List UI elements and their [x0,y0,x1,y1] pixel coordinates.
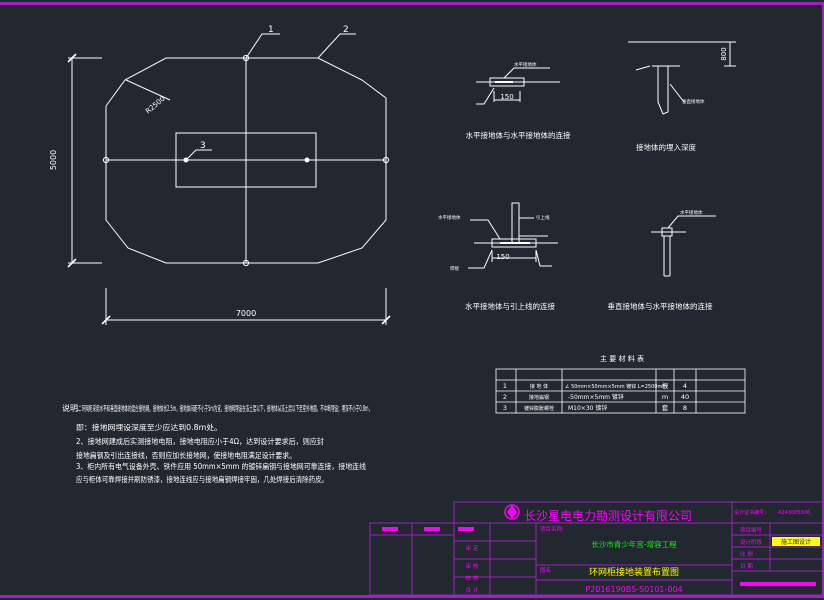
svg-text:m: m [662,393,668,401]
callout-1-label: 1 [268,25,274,35]
svg-text:1: 1 [503,382,507,390]
svg-text:3: 3 [503,404,507,412]
callout-3-label: 3 [200,141,206,151]
material-table-title: 主 要 材 料 表 [600,354,644,363]
detail-3-tag-right: 引上线 [536,214,550,221]
svg-text:根: 根 [662,381,669,390]
connection-point [304,157,310,163]
dimension-height-label: 5000 [49,150,58,170]
svg-text:2: 2 [503,393,507,401]
detail-horizontal-downlead [468,202,558,269]
grounding-grid-plan [67,33,391,325]
note-line: 即：接地网埋设深度至少应达到0.8m处。 [76,422,222,432]
project-label: 项目名称: [540,525,564,533]
detail-2-tag: 垂直接地体 [682,98,705,105]
detail-burial-depth [628,41,736,115]
note-line: 接地扁钢及引出连接线，否则应加长接地网，使接地电阻满足设计要求。 [76,450,296,460]
drawing-name: 环网柜接地装置布置图 [589,566,679,578]
company-logo [504,504,520,520]
role-label: 审 定 [466,544,479,552]
detail-3-tag-left: 水平接地体 [438,214,461,221]
detail-4-tag: 水平接地体 [680,209,703,216]
signature-bar [382,527,398,531]
stage-label: 设计阶段 [740,538,763,546]
cert-number: A243005306 [778,510,810,516]
callout-2-label: 2 [343,25,349,35]
svg-text:-50mm×5mm 镀锌: -50mm×5mm 镀锌 [568,393,624,401]
title-block [369,501,824,596]
svg-text:∠ 50mm×50mm×5mm 镀锌 L=2500mm: ∠ 50mm×50mm×5mm 镀锌 L=2500mm [565,383,667,390]
svg-text:4: 4 [683,382,687,390]
svg-text:M10×30 镀锌: M10×30 镀锌 [568,404,607,412]
ground-rod [242,259,250,267]
scale-label: 比 例 [740,550,753,558]
ring-main-unit-outline [175,132,317,188]
svg-text:接地扁钢: 接地扁钢 [529,394,549,401]
callout-3-leader [185,149,212,161]
callout-2-leader [317,33,356,59]
stage-highlight [772,537,820,546]
detail-1-dimension: 150 [500,93,513,101]
ground-rod [102,156,110,164]
cert-label: 设计证书编号： [734,509,769,516]
svg-text:镀锌膨胀螺栓: 镀锌膨胀螺栓 [524,405,554,412]
company-name: 长沙星电电力勘测设计有限公司 [524,509,692,523]
svg-text:8: 8 [683,404,687,412]
note-line: 3、柜内所有电气设备外壳、铁件应用 50mm×5mm 的镀锌扁钢与接地网可靠连接… [76,461,366,471]
project-name: 长沙市青少年宫-增容工程 [591,539,677,549]
material-table [495,368,746,414]
date-label: 日 期 [740,563,753,570]
drawing-number: P2016190BS-S0101-004 [585,585,682,594]
drawing-label: 图名 [540,566,551,574]
material-row: 3 镀锌膨胀螺栓 M10×30 镀锌 套 8 [503,403,687,412]
radius-leader [125,79,171,101]
role-label: 校 核 [466,574,479,582]
svg-text:套: 套 [662,403,669,412]
note-line: 2、接地网建成后实测接地电阻，接地电阻应小于4Ω，达到设计要求后，则应封 [76,436,324,446]
signature-bar [458,527,474,531]
callout-1-leader [245,33,280,59]
signature-bar [740,582,816,586]
ground-rod [242,54,250,62]
svg-text:40: 40 [681,393,689,401]
detail-1-title: 水平接地体与水平接地体的连接 [466,130,571,140]
detail-3-dimension: 150 [496,253,509,261]
detail-2-dimension: 800 [720,47,728,60]
detail-3-title: 水平接地体与引上线的连接 [465,301,555,311]
notes-prefix: 说明： [62,403,86,413]
signature-bar [424,527,440,531]
stage-value: 施工图设计 [781,538,811,546]
material-row: 1 接 地 体 ∠ 50mm×50mm×5mm 镀锌 L=2500mm 根 4 [503,381,687,390]
svg-text:接 地 体: 接 地 体 [530,383,548,390]
project-no-label: 项目编号 [740,526,763,534]
material-row: 2 接地扁钢 -50mm×5mm 镀锌 m 40 [503,393,689,401]
ground-rod [382,156,390,164]
detail-3-tag-bottom: 焊接 [450,265,459,272]
detail-vertical-horizontal [651,215,716,277]
note-line: 应与柜体可靠焊接并刷防锈漆，接地连线应与接地扁钢焊接牢固，几处焊接后清除药皮。 [76,474,328,484]
role-label: 审 核 [466,562,479,570]
detail-2-title: 接地体的埋入深度 [636,142,696,152]
detail-horizontal-horizontal [476,67,560,105]
detail-1-tag: 水平接地体 [514,61,537,68]
detail-4-title: 垂直接地体与水平接地体的连接 [608,301,713,311]
dimension-width-label: 7000 [236,309,256,318]
role-label: 设 计 [466,586,479,594]
note-line: 1、环网柜采用水平和垂直接地体的混合接地网。接地体长2.5m，接地体间距不小于5… [76,403,372,413]
